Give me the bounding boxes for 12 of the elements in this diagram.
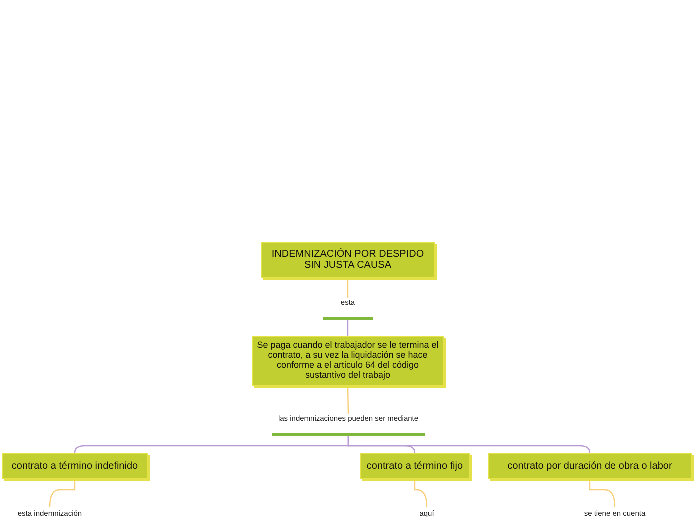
topic-box: contrato a término indefinido	[2, 453, 148, 479]
topic-box: Se paga cuando el trabajador se le termina el contrato, a su vez la liquidación se hace conforme a el articulo 64 del código sustantivo del trabajo	[252, 336, 444, 386]
topic-box: contrato por duración de obra o labor	[488, 453, 692, 479]
connector-line	[347, 279, 349, 298]
topic-box: INDEMNIZACIÓN POR DESPIDO SIN JUSTA CAUSA	[261, 242, 435, 278]
connector-line	[49, 480, 76, 508]
topic-box: contrato a término fijo	[360, 453, 470, 479]
connector-line	[347, 320, 349, 336]
connector-line	[347, 386, 350, 414]
connector-line	[589, 480, 616, 508]
connector-line	[348, 436, 591, 454]
connector-line	[414, 480, 428, 508]
